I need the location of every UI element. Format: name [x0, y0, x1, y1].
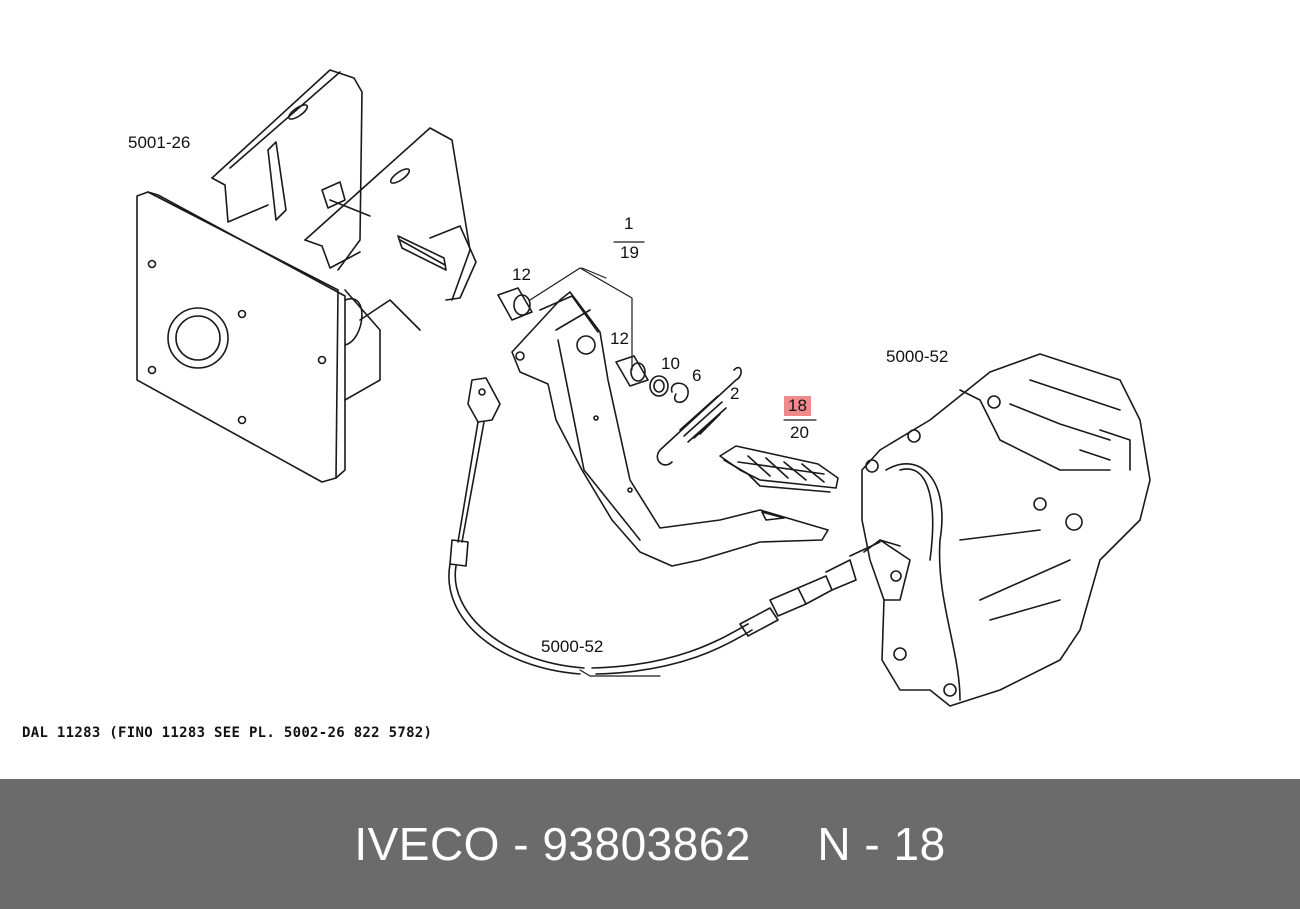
diagram-footnote: DAL 11283 (FINO 11283 SEE PL. 5002-26 82… [22, 725, 433, 741]
callout-12-upper: 12 [512, 265, 531, 284]
callout-5000-52-bottom: 5000-52 [541, 637, 604, 656]
small-parts [497, 287, 742, 466]
callout-2: 2 [730, 384, 740, 403]
callout-10: 10 [661, 354, 680, 373]
part-info-bar: IVECO - 93803862 N - 18 [0, 779, 1300, 909]
pedal-pad [719, 445, 839, 493]
callout-6: 6 [692, 366, 702, 385]
diagram-drawing [136, 69, 1151, 707]
callout-5001-26: 5001-26 [128, 133, 191, 152]
clutch-pedal-arm [511, 291, 829, 567]
exploded-parts-diagram: 5001-26 1 19 12 12 10 6 2 18 20 5000-52 … [22, 69, 1151, 741]
clutch-cable [448, 377, 881, 675]
callout-5000-52-top: 5000-52 [886, 347, 949, 366]
callout-1: 1 [624, 214, 634, 233]
callout-20: 20 [790, 423, 809, 442]
callout-19: 19 [620, 243, 639, 262]
callout-18-highlighted: 18 [784, 396, 811, 416]
leader-lines [529, 241, 817, 677]
pedal-bracket-assembly [136, 69, 477, 483]
gearbox-housing [861, 353, 1151, 707]
callout-12-lower: 12 [610, 329, 629, 348]
part-title: IVECO - 93803862 N - 18 [354, 818, 946, 870]
